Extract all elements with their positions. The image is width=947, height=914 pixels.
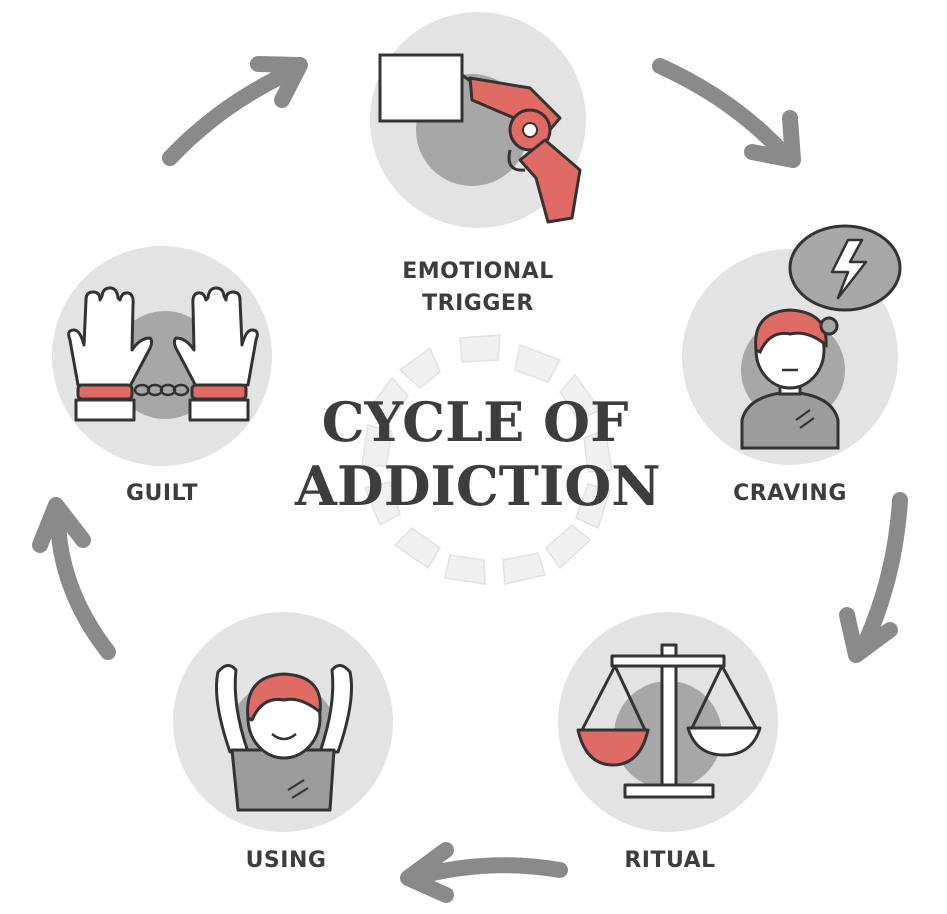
craving-person-icon xyxy=(740,308,840,450)
guilt-icon-group xyxy=(52,246,272,466)
arrow-trigger-to-craving xyxy=(652,58,801,168)
arrow-craving-to-ritual xyxy=(839,492,908,663)
emotional-trigger-line-2: TRIGGER xyxy=(422,291,534,316)
arrow-ritual-to-using xyxy=(400,842,568,903)
stage-label-using: USING xyxy=(245,848,327,873)
thought-bubble-lightning-icon xyxy=(788,224,902,336)
diagram-title: CYCLE OF ADDICTION xyxy=(295,390,661,518)
emotional-trigger-line-1: EMOTIONAL xyxy=(402,259,554,284)
stage-label-guilt: GUILT xyxy=(126,481,198,506)
stage-label-emotional-trigger: EMOTIONAL TRIGGER xyxy=(370,256,586,320)
craving-icon-group xyxy=(682,224,902,465)
cycle-arrows xyxy=(32,56,908,903)
using-icon-group xyxy=(173,612,393,832)
title-line-2: ADDICTION xyxy=(295,454,661,518)
stage-label-ritual: RITUAL xyxy=(624,848,716,873)
arrow-guilt-to-trigger xyxy=(162,56,308,166)
handcuffed-hands-icon xyxy=(67,286,259,422)
ritual-icon-group xyxy=(558,612,778,832)
arrow-using-to-guilt xyxy=(32,497,116,660)
title-line-1: CYCLE OF xyxy=(321,390,629,454)
gun-flag-icon xyxy=(378,53,582,224)
stage-label-craving: CRAVING xyxy=(733,481,847,506)
center-cycle-ring xyxy=(361,334,613,585)
emotional-trigger-icon-group xyxy=(370,12,586,228)
arms-raised-person-icon xyxy=(215,664,353,812)
scales-icon xyxy=(576,643,762,799)
